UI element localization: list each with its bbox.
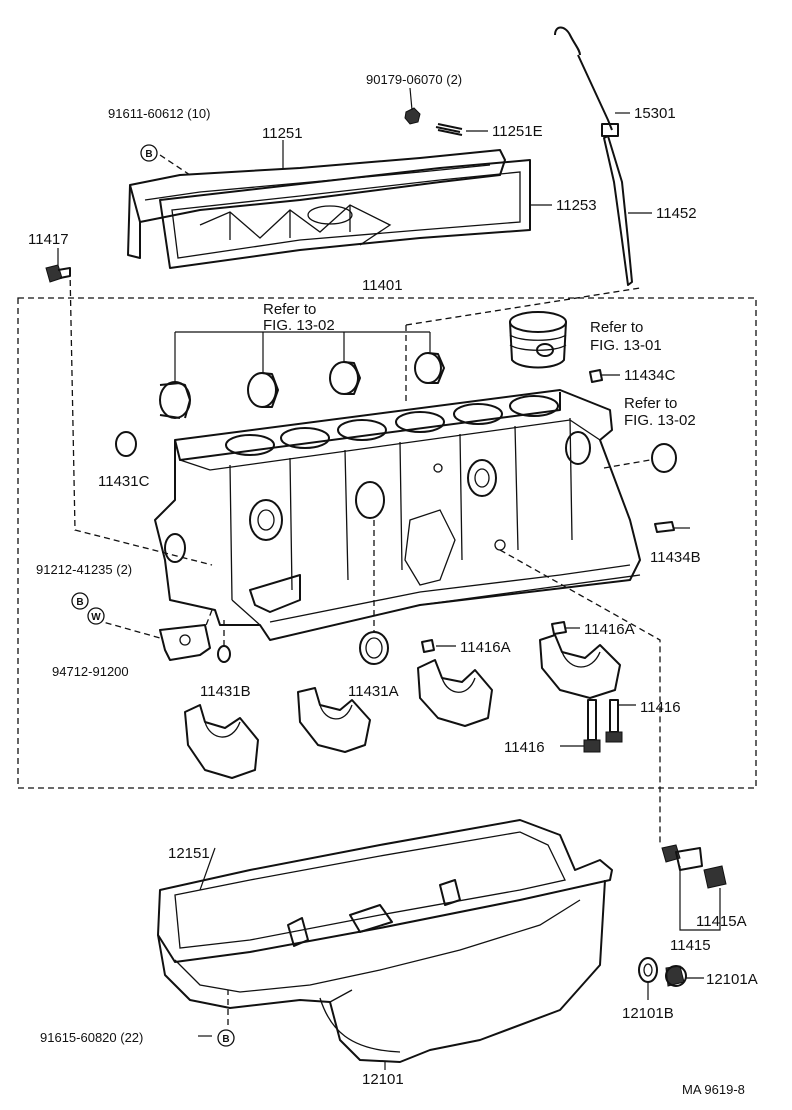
label-11416A-2: 11416A <box>584 621 635 638</box>
part-90179-nut <box>404 107 421 125</box>
label-11431A: 11431A <box>348 683 399 700</box>
svg-text:B: B <box>76 597 83 608</box>
main-bearing-cap-2 <box>297 687 371 753</box>
part-11452-dipstick-guide <box>603 135 633 286</box>
svg-text:B: B <box>145 149 152 160</box>
part-12101B-gasket <box>638 957 658 983</box>
part-11431C-plug <box>115 431 137 457</box>
part-11431B-plug <box>217 645 231 663</box>
part-11251-valve-cover <box>127 149 506 259</box>
tag-b-pan: B <box>217 1029 235 1047</box>
label-11416-2: 11416 <box>504 739 545 756</box>
label-11416-1: 11416 <box>640 699 681 716</box>
label-refer-a-line2: FIG. 13-02 <box>263 317 335 334</box>
label-91615: 91615-60820 (22) <box>40 1030 143 1045</box>
part-11416A-dowel-1 <box>421 639 435 653</box>
part-12101-oil-pan <box>157 879 606 1063</box>
label-11417: 11417 <box>28 231 69 248</box>
engine-mount-bracket <box>159 624 211 661</box>
cam-bearing-3 <box>329 361 361 395</box>
label-12101B: 12101B <box>622 1005 674 1022</box>
main-bearing-cap-4 <box>539 634 621 699</box>
cylinder-block <box>154 389 641 641</box>
label-15301: 15301 <box>634 105 676 122</box>
part-12151-pan-gasket <box>157 819 613 963</box>
label-11415A: 11415A <box>696 913 747 930</box>
label-11452: 11452 <box>656 205 697 222</box>
svg-text:B: B <box>222 1034 229 1045</box>
label-11401: 11401 <box>362 277 403 294</box>
label-11431C: 11431C <box>98 473 150 490</box>
svg-text:W: W <box>91 612 101 623</box>
label-11251: 11251 <box>262 125 303 142</box>
label-12101: 12101 <box>362 1071 404 1088</box>
label-91611: 91611-60612 (10) <box>108 106 210 121</box>
block-assembly-boundary <box>17 297 757 789</box>
part-11253-cover-gasket <box>159 159 531 269</box>
label-91212: 91212-41235 (2) <box>36 562 132 577</box>
tag-b-bracket: B <box>71 592 89 610</box>
piston-reference <box>509 311 567 369</box>
tag-b-top: B <box>140 144 158 162</box>
part-11416A-dowel-2 <box>551 621 567 635</box>
part-12101A-drain-plug <box>665 965 687 987</box>
leader-lines <box>57 87 721 1070</box>
label-11434C: 11434C <box>624 367 676 384</box>
part-11415A-bolt <box>703 865 727 889</box>
label-refer-b-line2: FIG. 13-01 <box>590 337 662 354</box>
footer-code: MA 9619-8 <box>682 1082 745 1097</box>
label-refer-c-line1: Refer to <box>624 395 677 412</box>
label-11251E: 11251E <box>492 123 543 140</box>
label-11415: 11415 <box>670 937 711 954</box>
part-11251E-stud <box>435 123 463 136</box>
label-11253: 11253 <box>556 197 597 214</box>
cam-plug-rear <box>651 443 677 473</box>
label-11434B: 11434B <box>650 549 701 566</box>
part-11434B-dowel <box>654 521 675 533</box>
cam-bearing-1 <box>159 381 191 419</box>
label-refer-b-line1: Refer to <box>590 319 643 336</box>
cam-bearing-4 <box>414 352 445 384</box>
label-11416A-1: 11416A <box>460 639 511 656</box>
label-refer-c-line2: FIG. 13-02 <box>624 412 696 429</box>
label-94712: 94712-91200 <box>52 664 129 679</box>
part-11431A-seal <box>359 631 389 665</box>
main-bearing-cap-1 <box>184 704 259 779</box>
label-12151: 12151 <box>168 845 210 862</box>
part-11416-bolts <box>583 699 623 753</box>
part-11434C-plug <box>589 369 603 383</box>
part-15301-dipstick <box>554 26 619 137</box>
part-11415-bolt <box>661 844 703 871</box>
label-11431B: 11431B <box>200 683 251 700</box>
part-11417-bolt <box>45 264 71 283</box>
cam-bearing-2 <box>247 372 279 408</box>
main-bearing-cap-3 <box>417 659 493 727</box>
tag-w-bracket: W <box>87 607 105 625</box>
label-refer-a-line1: Refer to <box>263 301 316 318</box>
label-90179: 90179-06070 (2) <box>366 72 462 87</box>
label-12101A: 12101A <box>706 971 758 988</box>
